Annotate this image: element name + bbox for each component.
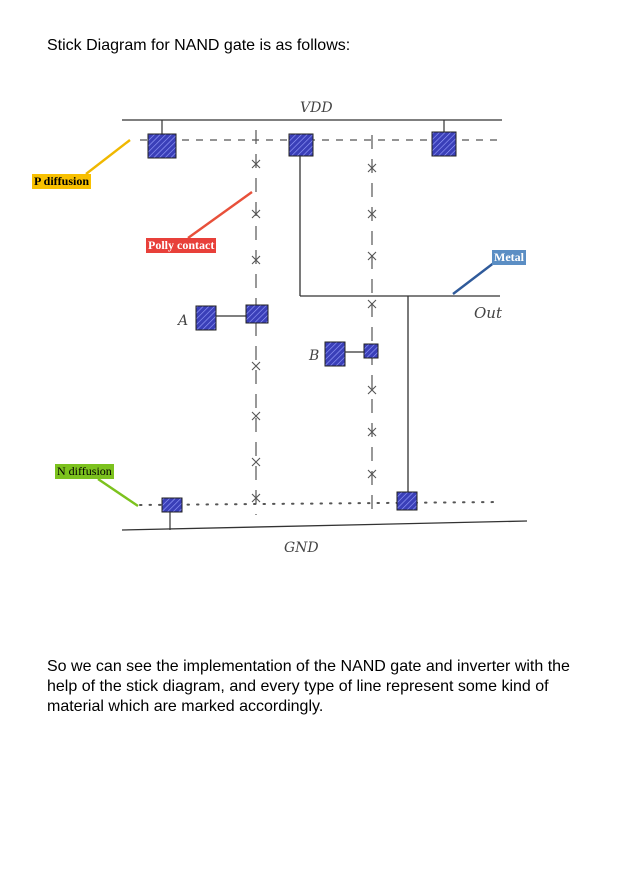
n-diffusion-label: N diffusion bbox=[55, 464, 114, 479]
poly-contact-label: Polly contact bbox=[146, 238, 217, 253]
page-heading: Stick Diagram for NAND gate is as follow… bbox=[47, 37, 351, 54]
vdd-contact-1 bbox=[147, 133, 177, 159]
gnd-rail bbox=[121, 520, 528, 531]
poly-contact-a bbox=[245, 304, 269, 324]
metal-label: Metal bbox=[492, 250, 526, 265]
vdd-contact-2 bbox=[431, 131, 457, 157]
gnd-label: GND bbox=[284, 540, 319, 556]
poly-crosses-b bbox=[367, 163, 377, 479]
p-diffusion-label: P diffusion bbox=[32, 174, 92, 189]
input-b-label: B bbox=[308, 348, 319, 364]
metal-pointer bbox=[452, 261, 496, 295]
input-a-contact bbox=[195, 305, 217, 331]
gnd-contact bbox=[161, 497, 183, 513]
output-contact-bottom bbox=[396, 491, 418, 511]
n-diffusion-pointer bbox=[97, 478, 139, 507]
out-label: Out bbox=[474, 304, 503, 322]
poly-crosses-a bbox=[251, 159, 261, 503]
n-diffusion-line bbox=[139, 501, 501, 506]
output-contact-top bbox=[288, 133, 314, 157]
poly-contact-pointer bbox=[187, 191, 253, 239]
input-a-label: A bbox=[176, 313, 188, 329]
input-b-contact bbox=[324, 341, 346, 367]
vdd-label: VDD bbox=[300, 100, 333, 116]
poly-contact-b bbox=[363, 343, 379, 359]
p-diffusion-pointer bbox=[85, 139, 131, 175]
summary-paragraph: So we can see the implementation of the … bbox=[47, 658, 570, 715]
